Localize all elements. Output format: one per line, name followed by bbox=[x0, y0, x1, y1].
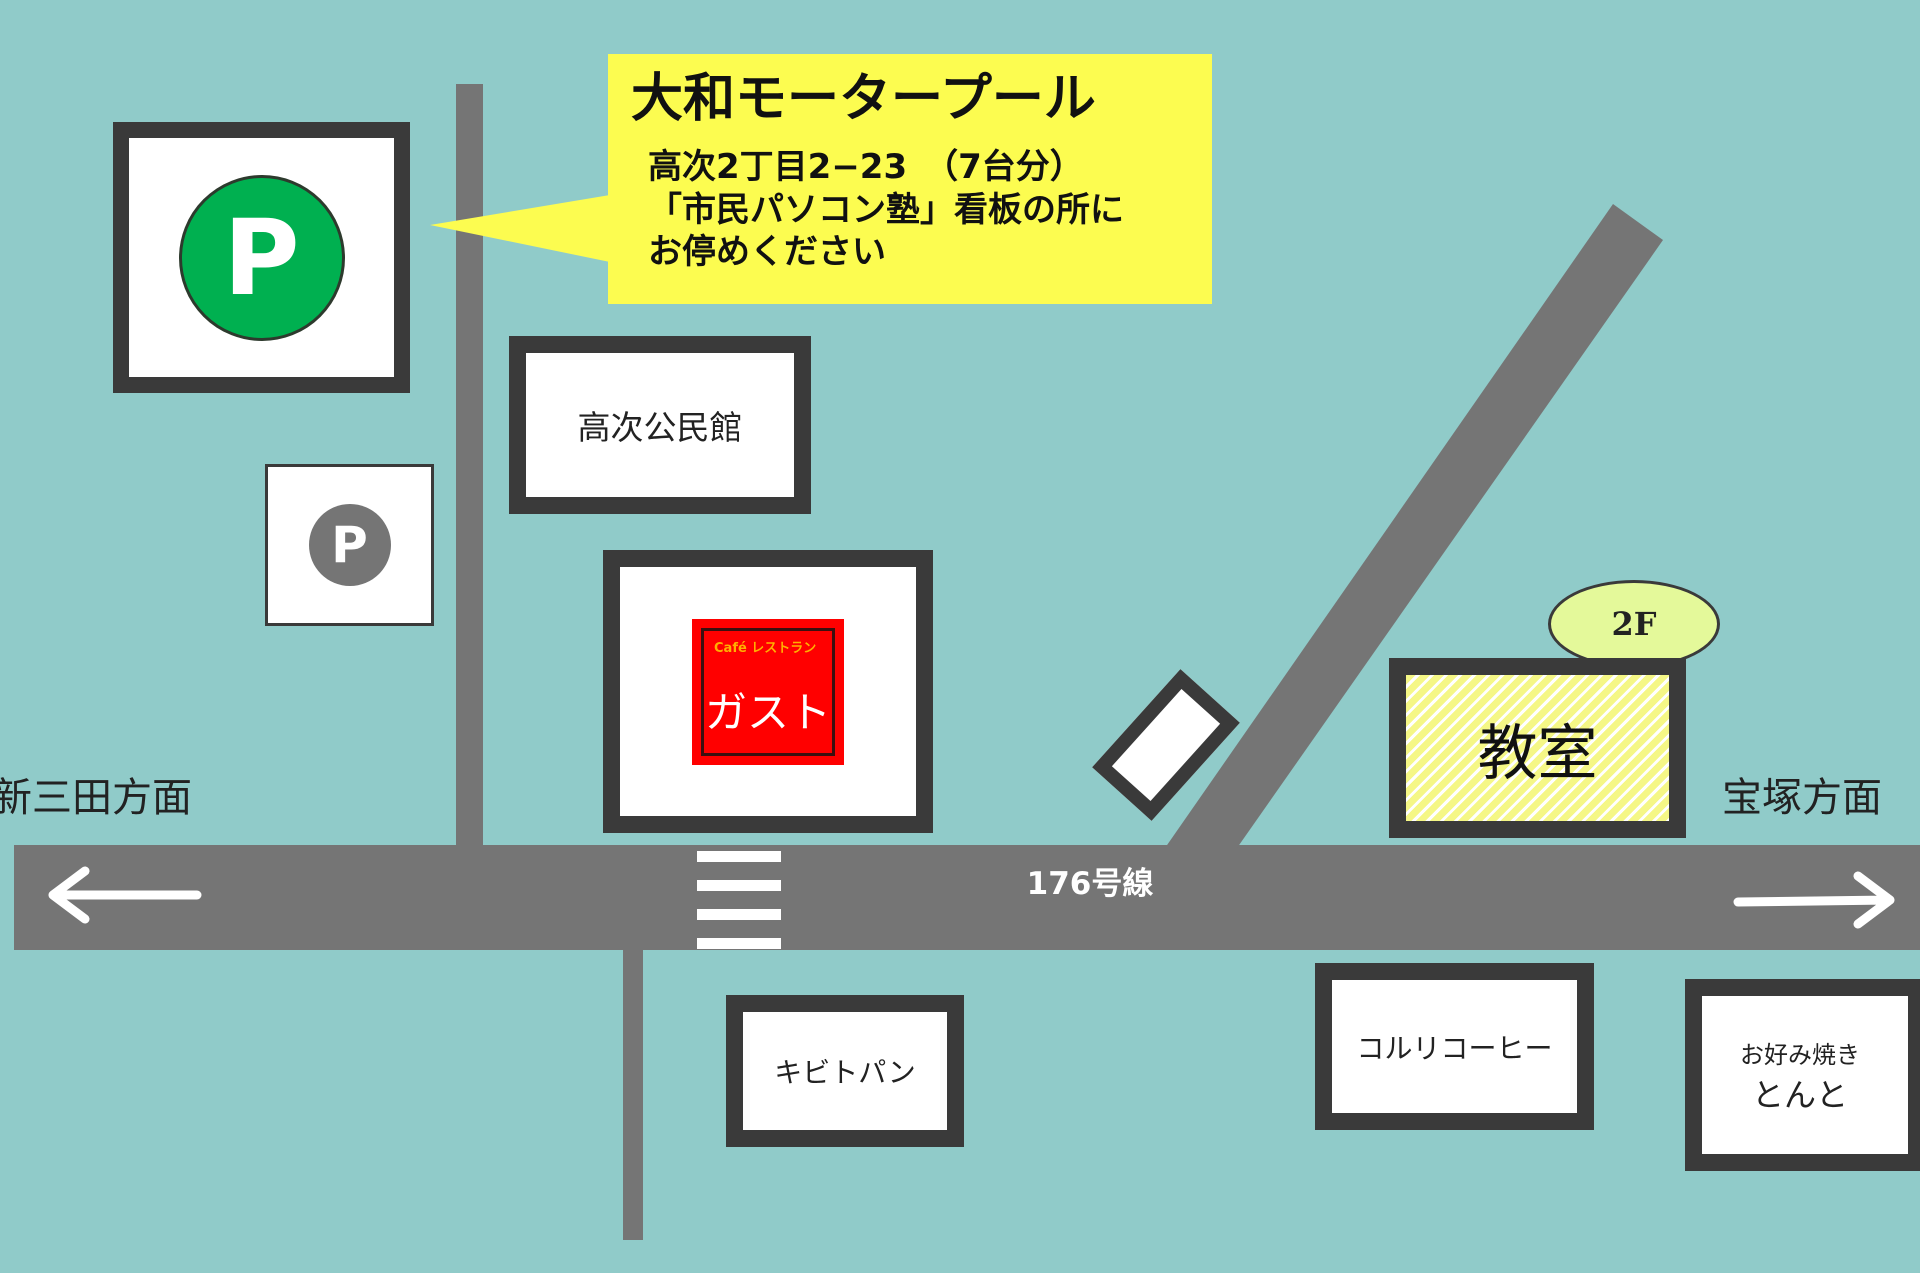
direction-east-label: 宝塚方面 bbox=[1722, 775, 1882, 821]
classroom-label: 教室 bbox=[1477, 718, 1598, 789]
crosswalk-stripe bbox=[697, 909, 781, 920]
small-parking-lot: P bbox=[265, 464, 434, 626]
callout-address: 高次2丁目2−23 （7台分） bbox=[648, 147, 1084, 187]
community-hall-label: 高次公民館 bbox=[577, 408, 743, 447]
callout-title: 大和モータープール bbox=[631, 69, 1096, 129]
tonto-okonomiyaki: お好み焼き とんと bbox=[1685, 979, 1920, 1171]
main-parking-lot: P bbox=[113, 122, 410, 393]
arrow-left-icon bbox=[48, 866, 202, 924]
kibito-label: キビトパン bbox=[774, 1056, 916, 1089]
crosswalk-stripe bbox=[697, 851, 781, 862]
community-hall: 高次公民館 bbox=[509, 336, 811, 514]
crosswalk-stripe bbox=[697, 880, 781, 891]
koruri-label: コルリコーヒー bbox=[1356, 1031, 1553, 1065]
route-176-road bbox=[14, 845, 1920, 950]
gusto-tagline: Café レストラン bbox=[714, 640, 817, 656]
koruri-coffee: コルリコーヒー bbox=[1315, 963, 1594, 1130]
callout-note-line2: お停めください bbox=[648, 232, 886, 272]
callout-note-line1: 「市民パソコン塾」看板の所に bbox=[648, 190, 1124, 230]
parking-icon: P bbox=[178, 174, 345, 341]
parking-symbol: P bbox=[223, 196, 300, 319]
parking-callout: 大和モータープール 高次2丁目2−23 （7台分） 「市民パソコン塾」看板の所に… bbox=[608, 54, 1212, 304]
arrow-right-icon bbox=[1733, 871, 1895, 929]
gusto-restaurant: Café レストラン ガスト bbox=[603, 550, 933, 833]
kibito-bakery: キビトパン bbox=[726, 995, 964, 1147]
classroom-building: 教室 bbox=[1389, 658, 1686, 838]
south-side-street bbox=[623, 945, 643, 1240]
gusto-sign: Café レストラン ガスト bbox=[692, 618, 844, 765]
tonto-line2: とんと bbox=[1751, 1075, 1848, 1114]
floor-badge: 2F bbox=[1548, 580, 1720, 668]
floor-label: 2F bbox=[1611, 605, 1657, 643]
tonto-line1: お好み焼き bbox=[1740, 1040, 1860, 1069]
crosswalk-stripe bbox=[697, 938, 781, 949]
parking-symbol: P bbox=[331, 516, 368, 574]
parking-icon: P bbox=[308, 504, 391, 586]
route-label: 176号線 bbox=[1026, 866, 1154, 902]
direction-west-label: 新三田方面 bbox=[0, 775, 192, 821]
north-side-street bbox=[456, 84, 483, 850]
gusto-label: ガスト bbox=[704, 687, 831, 737]
